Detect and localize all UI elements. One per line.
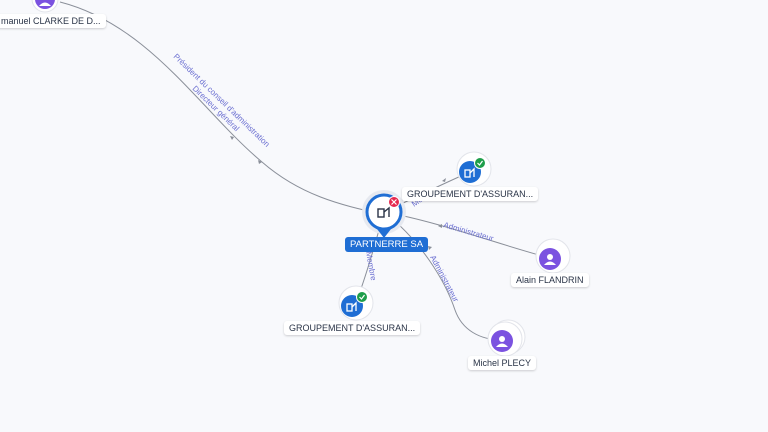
label-alain[interactable]: Alain FLANDRIN	[511, 273, 589, 287]
person-icon	[544, 254, 556, 265]
arrow-right	[442, 178, 446, 182]
label-groupement-right[interactable]: GROUPEMENT D'ASSURAN...	[402, 187, 539, 201]
active-badge-icon	[474, 157, 486, 169]
arrow-michel	[428, 246, 432, 250]
arrow-top	[258, 160, 262, 164]
building-icon	[377, 206, 390, 218]
edge-person-top	[59, 1, 383, 215]
label-partnerre[interactable]: PARTNERRE SA	[345, 237, 429, 252]
active-badge-icon	[356, 291, 368, 303]
arrow-top-2	[230, 136, 234, 140]
person-icon	[496, 336, 508, 347]
edge-michel	[383, 211, 503, 341]
node-alain[interactable]	[535, 238, 571, 274]
node-michel[interactable]	[487, 319, 526, 357]
person-icon	[39, 2, 51, 6]
label-groupement-bottom[interactable]: GROUPEMENT D'ASSURAN...	[284, 321, 421, 335]
edge-label-administrateur-alain: Administrateur	[442, 220, 494, 243]
edge-label-president: Président du conseil d'administration	[172, 52, 272, 149]
label-michel[interactable]: Michel PLECY	[468, 356, 537, 370]
arrow-alain	[438, 224, 442, 228]
edge-label-membre-bottom: Membre	[364, 251, 378, 282]
building-icon	[464, 167, 475, 178]
label-person-top[interactable]: manuel CLARKE DE D...	[0, 14, 106, 28]
building-icon	[346, 301, 357, 312]
node-person-top[interactable]	[31, 0, 59, 13]
node-groupement-right[interactable]	[456, 151, 492, 187]
node-groupement-bottom[interactable]	[338, 285, 374, 321]
closed-badge-icon	[388, 196, 400, 208]
edge-label-administrateur-michel: Administrateur	[428, 254, 460, 304]
node-partnerre[interactable]	[362, 190, 406, 238]
